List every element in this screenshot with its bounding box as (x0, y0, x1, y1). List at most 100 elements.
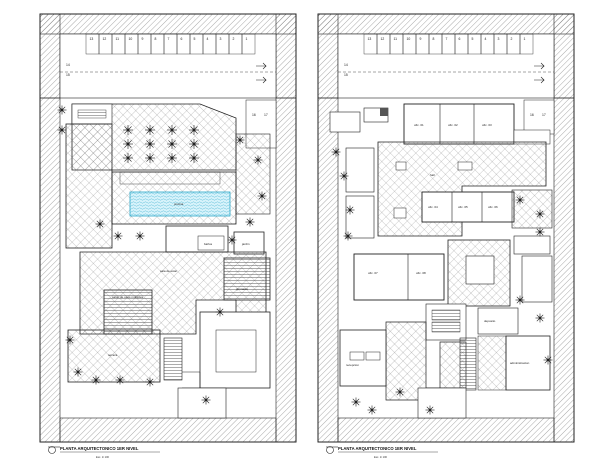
admin-office (505, 335, 551, 391)
office-block-lower (353, 253, 445, 301)
parking-side-14: 14 (344, 63, 348, 67)
parking-stall-number: 9 (142, 37, 144, 41)
tree-symbol (123, 125, 133, 135)
parking-stall (519, 33, 534, 55)
plan-scale-left: Esc. 1/ 100 (96, 455, 110, 459)
office-block-top (403, 103, 515, 145)
label-piscina: piscina (174, 202, 184, 206)
tree-symbol (167, 153, 177, 163)
tree-symbol (339, 171, 349, 181)
tree-symbol (91, 375, 101, 385)
traffic-arrow (534, 62, 545, 84)
lower-right-block (199, 311, 271, 389)
parking-stall-number: 11 (116, 37, 120, 41)
tree-symbol (57, 105, 67, 115)
parking-stall-number: 8 (433, 37, 435, 41)
parking-stall-number: 11 (394, 37, 398, 41)
label-oficina-7: ofic. 07 (368, 271, 378, 275)
parking-stall-number: 2 (511, 37, 513, 41)
label-oficina-4: ofic. 04 (428, 205, 438, 209)
label-oficina-8: ofic. 08 (416, 271, 426, 275)
parking-stall-number: 7 (168, 37, 170, 41)
parking-stall-number: 4 (485, 37, 487, 41)
office-block-mid (421, 191, 515, 223)
tree-symbol (167, 139, 177, 149)
parking-stall-number: 5 (472, 37, 474, 41)
label-terraza: terraza (108, 353, 118, 357)
tree-symbol (65, 335, 75, 345)
tree-symbol (535, 209, 545, 219)
label-oficina-5: ofic. 05 (458, 205, 468, 209)
parking-right-17: 17 (264, 113, 268, 117)
plan-scale-right: Esc. 1/ 100 (374, 455, 388, 459)
parking-stall-number: 6 (459, 37, 461, 41)
parking-stall-number: 2 (233, 37, 235, 41)
parking-stall-number: 12 (103, 37, 107, 41)
tree-symbol (95, 219, 105, 229)
label-sala-estar: sala de estar (160, 269, 177, 273)
tree-symbol (343, 231, 353, 241)
label-administracion: administracion (510, 361, 530, 365)
parking-side-15: 15 (66, 73, 70, 77)
parking-stall-number: 12 (381, 37, 385, 41)
tree-symbol (57, 125, 67, 135)
tree-symbol (515, 295, 525, 305)
tree-symbol (245, 217, 255, 227)
tree-symbol (253, 155, 263, 165)
label-salon-usos: salon de usos multiples (112, 295, 144, 299)
parking-hatch-top (39, 13, 297, 35)
label-oficina-1: ofic. 01 (414, 123, 424, 127)
label-banos: baños (204, 242, 213, 246)
tree-symbol (367, 405, 377, 415)
stairs (163, 337, 183, 381)
traffic-arrow (256, 62, 267, 84)
tree-symbol (167, 125, 177, 135)
tree-symbol (113, 231, 123, 241)
lower-terrace (67, 329, 161, 383)
tree-symbol (543, 355, 553, 365)
tree-symbol (145, 125, 155, 135)
reception (339, 329, 387, 387)
plan-title-right: PLANTA ARQUITECTONICO 1ER NIVEL (338, 446, 417, 451)
parking-lot (59, 33, 277, 99)
gym (223, 257, 271, 301)
tree-symbol (73, 367, 83, 377)
parking-side-14: 14 (66, 63, 70, 67)
tree-symbol (189, 139, 199, 149)
main-patio (65, 123, 113, 249)
parking-stall-number: 4 (207, 37, 209, 41)
parking-stall-number: 7 (446, 37, 448, 41)
tree-symbol (145, 153, 155, 163)
parking-side-15: 15 (344, 73, 348, 77)
tree-symbol (535, 227, 545, 237)
parking-stall-number: 5 (194, 37, 196, 41)
tree-symbol (535, 313, 545, 323)
tree-symbol (395, 387, 405, 397)
tree-symbol (189, 153, 199, 163)
parking-stall-number: 3 (498, 37, 500, 41)
tree-symbol (123, 139, 133, 149)
label-hall: hall (430, 173, 435, 177)
tree-symbol (123, 153, 133, 163)
tree-symbol (115, 375, 125, 385)
tree-symbol (235, 135, 245, 145)
tree-symbol (189, 125, 199, 135)
label-oficina-2: ofic. 02 (448, 123, 458, 127)
tree-symbol (215, 307, 225, 317)
parking-stall-number: 6 (181, 37, 183, 41)
parking-stall-number: 13 (90, 37, 94, 41)
parking-stall-number: 10 (129, 37, 133, 41)
label-deposito: deposito (484, 319, 496, 323)
label-recepcion: recepcion (346, 363, 359, 367)
parking-stall-number: 8 (155, 37, 157, 41)
label-oficina-3: ofic. 03 (482, 123, 492, 127)
tree-symbol (331, 147, 341, 157)
tree-symbol (425, 405, 435, 415)
parking-stall-number: 9 (420, 37, 422, 41)
tree-symbol (257, 191, 267, 201)
bathrooms-block (165, 225, 229, 253)
